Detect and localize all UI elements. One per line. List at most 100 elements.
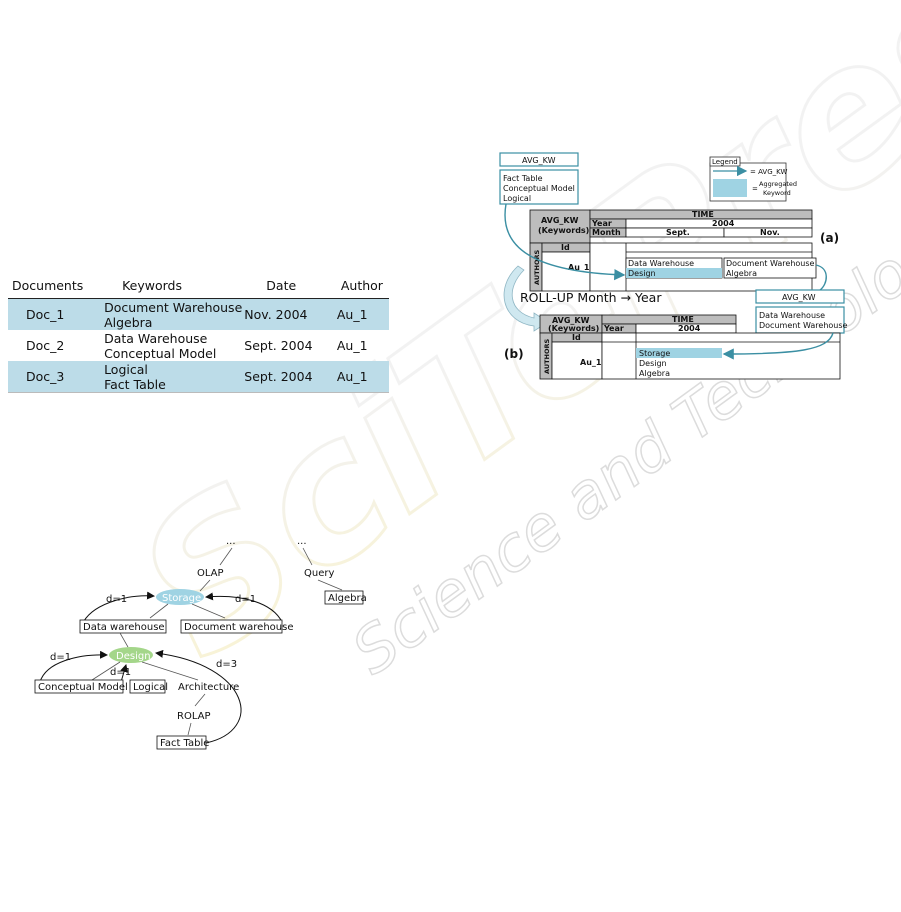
header-date: Date — [244, 278, 337, 299]
cube-b-cell-aggregated — [636, 348, 722, 358]
keyword: Conceptual Model — [104, 345, 217, 361]
node-storage: Storage — [162, 593, 201, 604]
avg-kw-list-right — [755, 306, 845, 334]
cube-b-cell-1: Storage — [639, 349, 670, 358]
legend-agg-eq: = — [752, 185, 758, 193]
distance-label: d=1 — [50, 652, 71, 663]
avg-kw-box-top-title: AVG_KW — [522, 156, 556, 165]
edge — [317, 579, 343, 591]
edge-arrow — [81, 591, 155, 626]
avg-kw-arrow-top — [504, 203, 626, 281]
edge — [149, 603, 169, 619]
olap-rollup-figure: AVG_KW Fact Table Conceptual Model Logic… — [499, 152, 848, 380]
node-design: Design — [116, 651, 151, 662]
keyword: Data Warehouse — [104, 330, 208, 346]
rollup-label: ROLL-UP Month → Year — [520, 290, 662, 305]
graph-ellipsis-right: ... — [297, 536, 307, 547]
cube-a-year-value: 2004 — [712, 219, 735, 228]
node-algebra: Algebra — [328, 593, 367, 604]
cube-a-time: TIME — [692, 210, 714, 219]
node-data-warehouse: Data warehouse — [83, 622, 165, 633]
cell-document: Doc_2 — [26, 338, 65, 353]
cube-b-year-label: Year — [603, 324, 624, 333]
cube-a-measure-1: AVG_KW — [541, 216, 579, 225]
cell-author: Au_1 — [336, 298, 389, 330]
legend-aggregated-swatch — [713, 179, 747, 197]
cube-b-time-header — [601, 314, 737, 325]
node-olap: OLAP — [197, 568, 224, 579]
cell-author: Au_1 — [336, 361, 389, 393]
node-fact-table: Fact Table — [160, 738, 209, 749]
cell-date: Nov. 2004 — [244, 298, 337, 330]
cube-b-measure-1: AVG_KW — [552, 316, 590, 325]
edge — [91, 661, 121, 681]
node-data-warehouse-box — [79, 619, 167, 634]
cube-a-measure-header — [529, 209, 591, 244]
cube-a-month-label: Month — [592, 228, 621, 237]
header-documents: Documents — [8, 278, 105, 299]
cell-author: Au_1 — [336, 338, 368, 353]
cell-document: Doc_1 — [8, 298, 105, 330]
rollup-arrow — [503, 265, 549, 332]
cube-b-time: TIME — [672, 315, 694, 324]
header-keywords: Keywords — [104, 278, 245, 299]
cube-a-authors: AUTHORS — [533, 249, 541, 285]
distance-label: d=1 — [235, 594, 256, 605]
avg-kw-item: Logical — [503, 194, 531, 203]
avg-kw-item: Document Warehouse — [759, 321, 848, 330]
node-storage-ellipse — [156, 589, 204, 605]
edge — [199, 579, 211, 592]
label-a: (a) — [820, 231, 839, 245]
avg-kw-list-top — [499, 169, 579, 205]
cube-b-cell-3: Algebra — [639, 369, 670, 378]
cube-a-nov-cell — [723, 227, 813, 238]
cube-b-measure-2: (Keywords) — [548, 324, 599, 333]
cube-a-cell-sept-2: Design — [628, 269, 656, 278]
node-document-warehouse-box — [180, 619, 283, 634]
cube-b-authors: AUTHORS — [543, 338, 551, 374]
cube-a-author: Au_1 — [568, 263, 590, 272]
distance-label: d=3 — [216, 659, 237, 670]
avg-kw-item: Fact Table — [503, 174, 543, 183]
keyword: Fact Table — [104, 376, 166, 392]
avg-kw-item: Data Warehouse — [759, 311, 825, 320]
edge-arrow — [205, 592, 283, 623]
legend-title: Legend — [712, 158, 738, 166]
edge-arrow — [155, 649, 242, 744]
node-conceptual-model-box — [34, 679, 124, 694]
node-logical-box — [129, 679, 166, 694]
edge — [191, 603, 226, 619]
keyword: Document Warehouse — [104, 299, 243, 315]
node-fact-table-box — [156, 735, 207, 750]
cube-a-year-label: Year — [591, 219, 612, 228]
edge — [219, 547, 233, 566]
edge — [187, 722, 192, 736]
avg-kw-arrow-right — [722, 332, 834, 360]
legend-agg-1: Aggregated — [759, 180, 797, 188]
node-algebra-box — [324, 590, 364, 605]
cube-b-year-value: 2004 — [678, 324, 701, 333]
node-query: Query — [304, 568, 334, 579]
graph-ellipsis-left: ... — [226, 536, 236, 547]
cube-a-measure-2: (Keywords) — [538, 226, 589, 235]
node-conceptual-model: Conceptual Model — [38, 682, 128, 693]
node-logical: Logical — [133, 682, 168, 693]
legend-tab — [709, 156, 741, 167]
table-header-row: Documents Keywords Date Author — [8, 278, 389, 299]
avg-kw-box-top — [499, 152, 579, 167]
node-rolap: ROLAP — [177, 711, 211, 722]
cube-a-sept: Sept. — [666, 228, 690, 237]
cube-a-cell-sept-aggregated — [626, 268, 722, 278]
node-design-ellipse — [109, 647, 153, 663]
cube-a-cell-nov-2: Algebra — [726, 269, 757, 278]
edge-arrow — [120, 664, 128, 683]
keyword: Logical — [104, 361, 148, 377]
keyword-hierarchy-graph: ... ... OLAP Query Storage Algebra d=1 d… — [34, 536, 367, 750]
cube-b-author: Au_1 — [580, 358, 602, 367]
